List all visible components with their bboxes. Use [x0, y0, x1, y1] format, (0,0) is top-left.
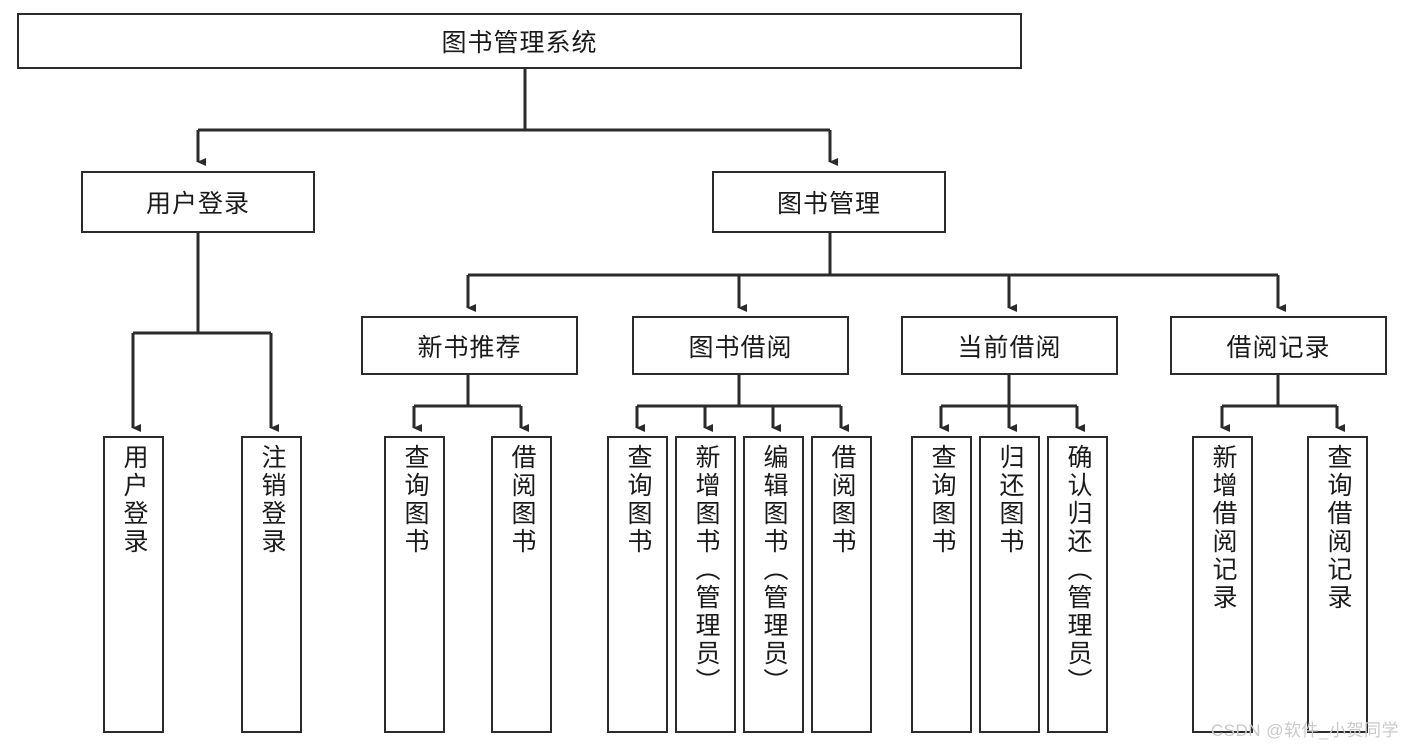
- node-leaf-confirm-return[interactable]: 确认归还（管理员）: [1047, 436, 1108, 733]
- node-book-borrow-label: 图书借阅: [688, 333, 793, 362]
- node-leaf-add-record[interactable]: 新增借阅记录: [1192, 436, 1253, 733]
- node-leaf-edit-book[interactable]: 编辑图书（管理员）: [743, 436, 804, 733]
- node-leaf-query-record-label: 查询借阅记录: [1324, 444, 1352, 612]
- node-new-book-rec[interactable]: 新书推荐: [361, 316, 578, 375]
- node-leaf-user-login[interactable]: 用户登录: [103, 436, 164, 733]
- node-leaf-add-record-label: 新增借阅记录: [1209, 444, 1237, 612]
- node-leaf-return-book-label: 归还图书: [996, 444, 1024, 556]
- node-leaf-borrow-book-1-label: 借阅图书: [508, 444, 536, 556]
- node-leaf-logout-login-label: 注销登录: [258, 444, 286, 556]
- node-current-borrow-label: 当前借阅: [957, 333, 1062, 362]
- node-leaf-add-book-label: 新增图书（管理员）: [692, 444, 720, 696]
- node-leaf-logout-login[interactable]: 注销登录: [241, 436, 302, 733]
- node-leaf-confirm-return-label: 确认归还（管理员）: [1064, 444, 1092, 696]
- node-leaf-borrow-book-2[interactable]: 借阅图书: [811, 436, 872, 733]
- node-leaf-query-book-2-label: 查询图书: [624, 444, 652, 556]
- node-leaf-query-record[interactable]: 查询借阅记录: [1307, 436, 1368, 733]
- node-leaf-query-book-1[interactable]: 查询图书: [384, 436, 445, 733]
- node-root-label: 图书管理系统: [441, 29, 598, 57]
- node-borrow-record[interactable]: 借阅记录: [1170, 316, 1387, 375]
- node-user-login-label: 用户登录: [145, 190, 250, 218]
- node-leaf-borrow-book-2-label: 借阅图书: [828, 444, 856, 556]
- node-leaf-edit-book-label: 编辑图书（管理员）: [760, 444, 788, 696]
- node-leaf-add-book[interactable]: 新增图书（管理员）: [675, 436, 736, 733]
- node-user-login[interactable]: 用户登录: [81, 171, 315, 233]
- node-leaf-query-book-3-label: 查询图书: [928, 444, 956, 556]
- node-new-book-rec-label: 新书推荐: [417, 333, 522, 362]
- node-leaf-user-login-label: 用户登录: [120, 444, 148, 556]
- node-book-manage[interactable]: 图书管理: [712, 171, 946, 233]
- node-leaf-query-book-2[interactable]: 查询图书: [607, 436, 668, 733]
- node-borrow-record-label: 借阅记录: [1226, 333, 1331, 362]
- node-current-borrow[interactable]: 当前借阅: [901, 316, 1118, 375]
- node-leaf-return-book[interactable]: 归还图书: [979, 436, 1040, 733]
- node-root[interactable]: 图书管理系统: [17, 13, 1022, 69]
- node-leaf-borrow-book-1[interactable]: 借阅图书: [491, 436, 552, 733]
- node-book-manage-label: 图书管理: [776, 190, 881, 218]
- node-leaf-query-book-1-label: 查询图书: [401, 444, 429, 556]
- node-book-borrow[interactable]: 图书借阅: [632, 316, 849, 375]
- node-leaf-query-book-3[interactable]: 查询图书: [911, 436, 972, 733]
